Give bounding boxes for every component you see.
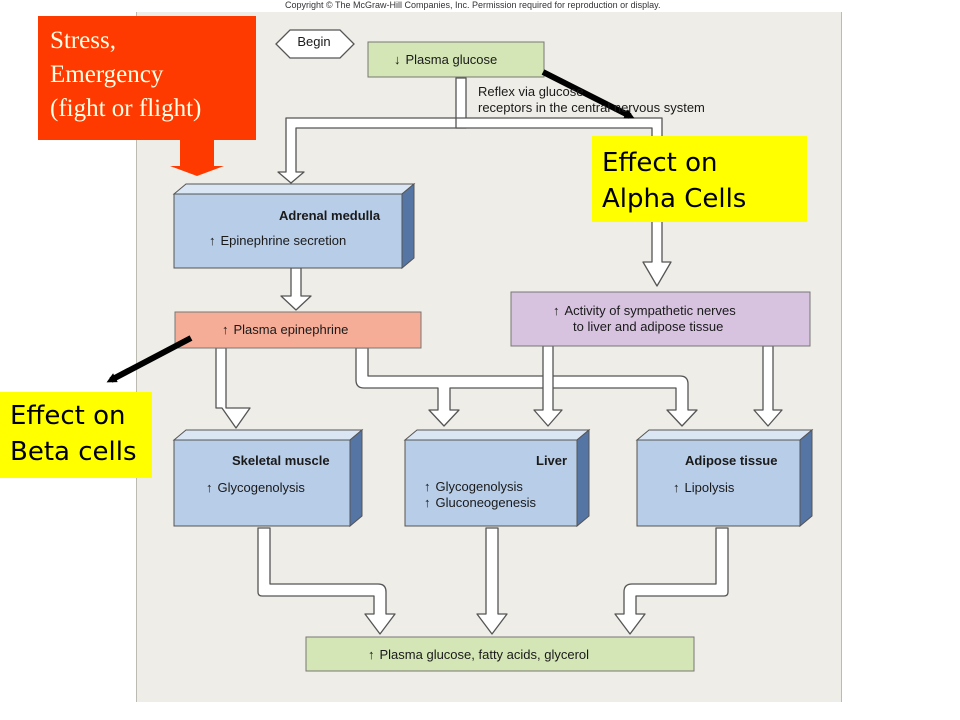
flow-arrow-sympathetic-to-adipose [753, 345, 783, 427]
stress-callout: Stress, Emergency (fight or flight) [38, 16, 256, 140]
adipose-tissue-title: Adipose tissue [685, 453, 778, 468]
sympathetic-box [510, 291, 811, 347]
flow-arrow-epinephrine-to-liver-adipose [355, 347, 698, 427]
adrenal-medulla-text: ↑Epinephrine secretion [209, 233, 347, 248]
plasma-glucose-label: ↓Plasma glucose [394, 52, 498, 67]
alpha-cells-callout: Effect on Alpha Cells [592, 136, 807, 222]
beta-cells-callout: Effect on Beta cells [0, 392, 152, 478]
begin-label: Begin [297, 34, 331, 49]
liver-text: ↑Glycogenolysis ↑Gluconeogenesis [424, 479, 536, 510]
copyright-notice: Copyright © The McGraw-Hill Companies, I… [285, 0, 661, 10]
skeletal-muscle-text: ↑Glycogenolysis [206, 480, 305, 495]
beta-pointer-arrow [106, 335, 193, 383]
flow-arrows [215, 77, 783, 635]
plasma-output-label: ↑Plasma glucose, fatty acids, glycerol [368, 647, 590, 662]
adipose-tissue-text: ↑Lipolysis [673, 480, 735, 495]
plasma-output-box [305, 636, 695, 672]
plasma-glucose-box [367, 41, 545, 78]
sympathetic-label: ↑Activity of sympathetic nerves to liver… [553, 303, 736, 334]
liver-box [403, 428, 591, 528]
liver-title: Liver [536, 453, 568, 468]
flow-arrow-adrenal-to-epinephrine [280, 267, 312, 311]
flow-arrow-liver-to-output [476, 527, 508, 635]
adrenal-medulla-box [172, 182, 416, 270]
skeletal-muscle-title: Skeletal muscle [232, 453, 330, 468]
skeletal-muscle-box [172, 428, 364, 528]
flow-arrow-adipose-to-output [614, 527, 729, 635]
flow-arrow-skeletal-to-output [257, 527, 396, 635]
alpha-pointer-arrow [541, 69, 635, 119]
flow-arrow-glucose-to-adrenal [277, 77, 467, 184]
plasma-epinephrine-box [174, 311, 422, 349]
reflex-note: Reflex via glucose receptors in the cent… [478, 84, 705, 115]
stress-down-arrow [170, 140, 224, 176]
plasma-epinephrine-label: ↑Plasma epinephrine [222, 322, 349, 337]
begin-shape [275, 29, 355, 59]
flow-arrow-sympathetic-to-liver [533, 345, 563, 427]
adipose-tissue-box [635, 428, 814, 528]
adrenal-medulla-title: Adrenal medulla [279, 208, 381, 223]
flow-arrow-epinephrine-to-skeletal [215, 347, 251, 429]
